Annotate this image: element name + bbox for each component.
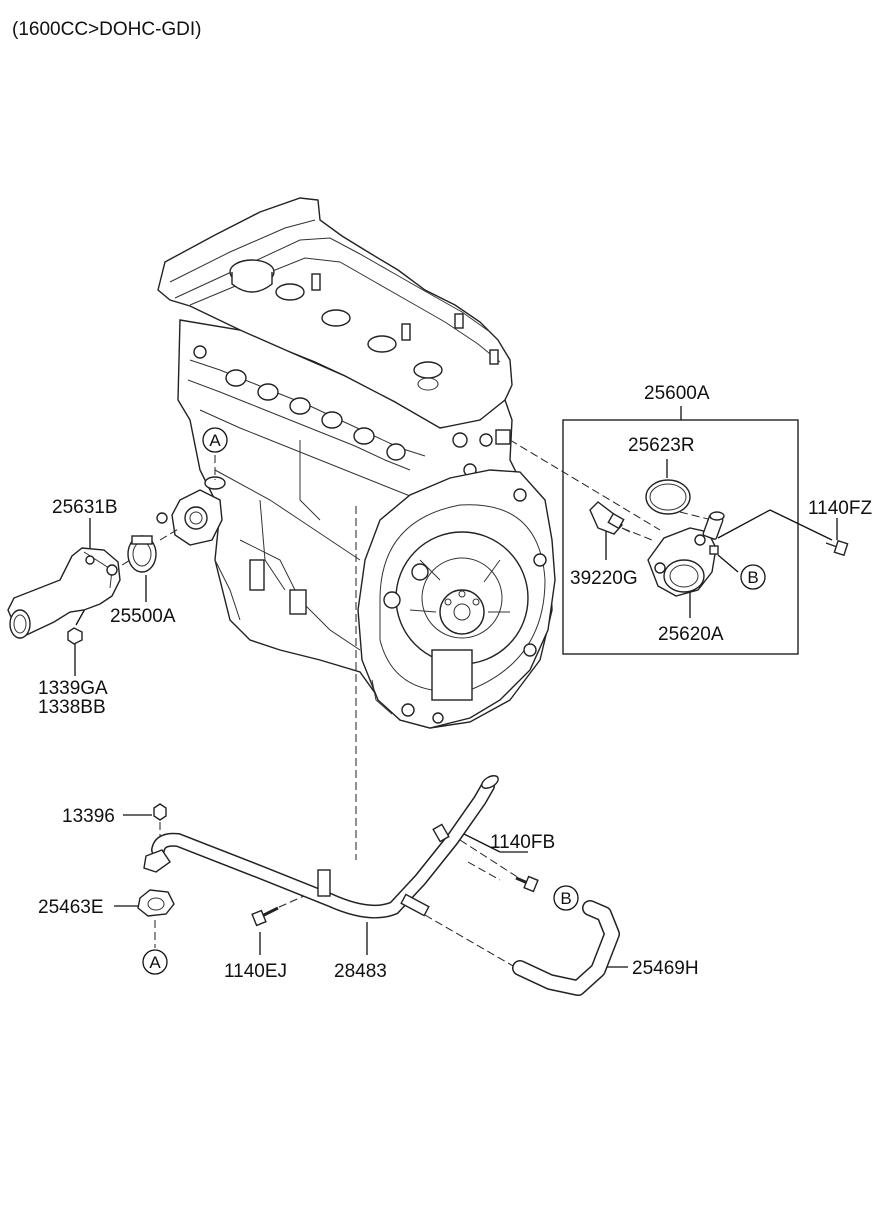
label-25600A: 25600A: [644, 383, 710, 404]
label-1140FZ: 1140FZ: [808, 498, 872, 519]
temperature-sensor-39220G: [589, 501, 631, 535]
water-inlet-25631B: [7, 547, 121, 639]
water-pipe-28483: [143, 775, 499, 919]
label-1339GA: 1339GA: [38, 678, 108, 699]
water-outlet-25620A: [647, 511, 725, 597]
bolt-1140FB: [515, 875, 539, 893]
gasket-25463E: [137, 889, 175, 917]
label-39220G: 39220G: [570, 568, 638, 589]
nut-13396: [153, 803, 167, 821]
label-25469H: 25469H: [632, 958, 699, 979]
svg-text:B: B: [747, 568, 758, 587]
diagram-title: (1600CC>DOHC-GDI): [12, 19, 202, 40]
label-1140EJ: 1140EJ: [224, 961, 287, 982]
label-1338BB: 1338BB: [38, 697, 106, 718]
hose-25469H: [512, 900, 620, 996]
label-13396: 13396: [62, 806, 115, 827]
o-ring-25623R: [645, 479, 691, 515]
nut-1339GA: [67, 627, 83, 645]
thermostat-25500A: [127, 535, 157, 573]
marker-a-pipe: A: [142, 949, 168, 975]
svg-text:B: B: [560, 889, 571, 908]
bolt-1140FZ: [825, 539, 849, 557]
label-1140FB: 1140FB: [490, 832, 555, 853]
label-25631B: 25631B: [52, 497, 118, 518]
label-28483: 28483: [334, 961, 387, 982]
label-25463E: 25463E: [38, 897, 104, 918]
svg-text:A: A: [149, 953, 161, 972]
marker-a-engine: A: [202, 427, 228, 453]
bolt-1140EJ: [251, 906, 279, 927]
label-25623R: 25623R: [628, 435, 695, 456]
engine-block: [156, 197, 556, 729]
assembly-box-25600A: [562, 419, 799, 655]
label-25620A: 25620A: [658, 624, 724, 645]
label-25500A: 25500A: [110, 606, 176, 627]
svg-text:A: A: [209, 431, 221, 450]
marker-b-outlet: B: [740, 564, 766, 590]
marker-b-hose: B: [553, 885, 579, 911]
